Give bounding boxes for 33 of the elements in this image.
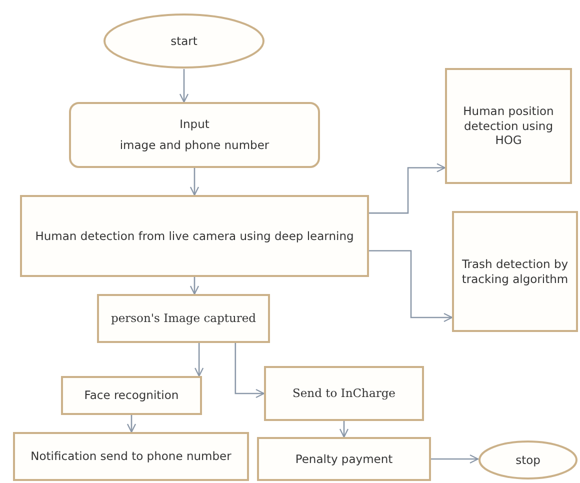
input-box <box>69 102 320 168</box>
node-text: Penalty payment <box>294 452 394 466</box>
arrow <box>179 69 189 103</box>
start-terminal <box>103 13 265 69</box>
process-box <box>445 68 572 184</box>
arrow <box>194 343 204 377</box>
node-text: Trash detection by tracking algorithm <box>460 256 570 286</box>
node-text: image and phone number <box>118 138 270 153</box>
node-text: Notification send to phone number <box>30 449 232 464</box>
arrow <box>369 163 446 214</box>
arrow <box>431 454 479 464</box>
arrow <box>339 421 349 438</box>
arrow <box>369 250 453 322</box>
end-terminal <box>478 440 578 480</box>
process-box <box>452 211 578 332</box>
node-text: Face recognition <box>83 388 180 403</box>
process-box <box>61 376 202 415</box>
node-text: stop <box>514 452 542 468</box>
process-box <box>264 366 424 421</box>
process-box <box>13 432 249 481</box>
arrow <box>190 168 200 196</box>
node-text: person's Image captured <box>110 311 258 326</box>
node-text: start <box>170 34 198 48</box>
node-text: Input <box>178 117 210 132</box>
arrow <box>234 343 265 398</box>
process-box <box>257 437 431 481</box>
arrow <box>190 277 200 295</box>
node-text: Human detection from live camera using deep learning <box>34 228 355 244</box>
node-text: Human position detection using HOG <box>462 104 555 148</box>
arrow <box>126 415 136 433</box>
process-box <box>20 195 369 277</box>
node-text: Send to InCharge <box>292 386 396 401</box>
process-box <box>97 294 270 343</box>
